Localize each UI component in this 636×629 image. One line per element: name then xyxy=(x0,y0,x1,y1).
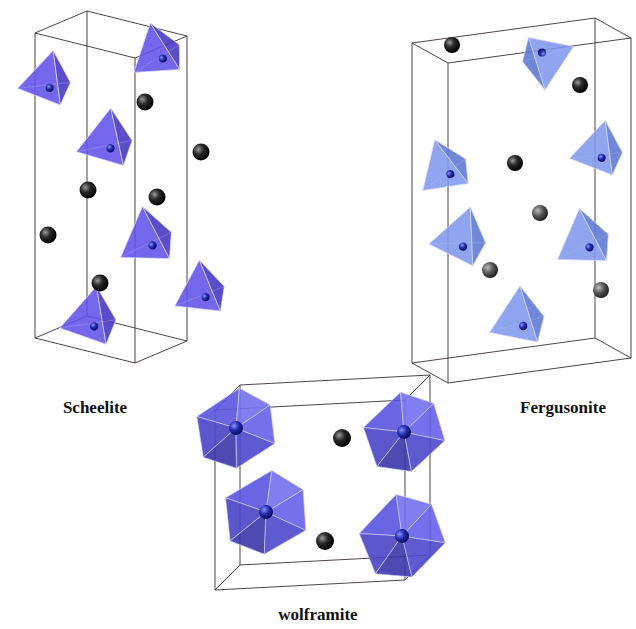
atom-sphere xyxy=(92,275,109,292)
unit-cell-edge xyxy=(240,375,430,385)
unit-cell-edge xyxy=(35,338,135,363)
atom-sphere xyxy=(394,528,410,544)
tetrahedron-face xyxy=(435,132,474,189)
atom-sphere xyxy=(572,77,588,93)
octahedron xyxy=(219,465,314,560)
unit-cell-edge xyxy=(412,43,413,363)
structure-name: Scheelite xyxy=(63,398,127,418)
atom-sphere xyxy=(193,144,210,161)
tetrahedron-edge xyxy=(555,234,611,259)
atom-sphere xyxy=(89,322,98,331)
tetrahedron xyxy=(523,38,574,91)
tetrahedron-edge xyxy=(118,232,174,257)
tetrahedron-edge xyxy=(570,144,623,168)
tetrahedron xyxy=(490,286,544,342)
tetrahedron-face xyxy=(44,50,75,106)
tetrahedron-edge xyxy=(130,45,183,73)
tetrahedron-edge xyxy=(429,229,486,259)
atom-sphere xyxy=(585,243,595,253)
tetrahedron-face xyxy=(520,286,544,342)
tetrahedron xyxy=(550,204,613,269)
unit-cell-edge xyxy=(87,11,88,316)
atom-sphere xyxy=(507,155,523,171)
atom-sphere xyxy=(333,429,351,447)
atom-sphere xyxy=(482,262,498,278)
atom-sphere xyxy=(148,241,158,251)
tetrahedron xyxy=(16,46,75,107)
tetrahedron-edge xyxy=(76,136,132,157)
unit-cell-edge xyxy=(215,580,405,590)
atom-sphere xyxy=(158,54,168,64)
unit-cell-edge xyxy=(135,341,187,363)
tetrahedron xyxy=(568,116,627,177)
tetrahedron-face xyxy=(150,17,185,74)
tetrahedron-edge xyxy=(490,316,544,332)
tetrahedron-edge xyxy=(18,74,71,98)
tetrahedron-edge xyxy=(418,159,471,191)
tetrahedron xyxy=(171,258,226,315)
atom-sphere xyxy=(258,504,274,520)
unit-cell-edge xyxy=(412,43,448,63)
fergusonite-structure xyxy=(408,18,631,383)
tetrahedron xyxy=(426,199,493,267)
tetrahedron-face xyxy=(89,286,121,345)
atom-sphere xyxy=(149,189,166,206)
atom-sphere xyxy=(458,241,468,251)
unit-cell-edge xyxy=(35,11,87,33)
atom-sphere xyxy=(444,37,460,53)
tetrahedron-face xyxy=(596,120,627,176)
tetrahedron-edge xyxy=(523,47,574,62)
atom-sphere xyxy=(80,182,97,199)
atom-sphere xyxy=(40,227,57,244)
octahedron xyxy=(361,389,448,476)
octahedron xyxy=(193,385,280,472)
unit-cell-edge xyxy=(448,63,449,383)
unit-cell-edge xyxy=(595,338,631,358)
structure-name: wolframite xyxy=(278,605,357,625)
unit-cell-edge xyxy=(412,338,595,363)
atom-sphere xyxy=(519,322,527,330)
tetrahedron-edge xyxy=(173,287,225,306)
unit-cell-edge xyxy=(87,11,187,36)
atom-sphere xyxy=(597,153,606,162)
tetrahedron xyxy=(59,282,121,345)
unit-cell-edge xyxy=(448,358,631,383)
unit-cell-edge xyxy=(631,38,632,358)
atom-sphere xyxy=(396,424,411,439)
atom-sphere xyxy=(106,144,115,153)
tetrahedron xyxy=(76,105,135,166)
atom-sphere xyxy=(45,83,54,92)
unit-cell-edge xyxy=(215,565,240,590)
unit-cell-edge xyxy=(135,58,136,363)
tetrahedron xyxy=(113,202,176,267)
scheelite-structure xyxy=(16,11,226,363)
octahedron xyxy=(355,489,450,584)
tetrahedron-face xyxy=(142,202,175,261)
atom-sphere xyxy=(532,205,548,221)
tetrahedron-face xyxy=(579,204,612,263)
wolframite-structure xyxy=(193,375,450,590)
structure-name: Fergusonite xyxy=(520,398,606,418)
atom-sphere xyxy=(137,94,154,111)
atom-sphere xyxy=(228,420,243,435)
atom-sphere xyxy=(201,293,210,302)
unit-cell-edge xyxy=(412,18,595,43)
tetrahedron xyxy=(408,132,474,199)
tetrahedron-face xyxy=(106,108,135,166)
unit-cell-edge xyxy=(595,18,631,38)
atom-sphere xyxy=(316,532,334,550)
atom-sphere xyxy=(538,49,546,57)
tetrahedron-edge xyxy=(60,312,116,335)
atom-sphere xyxy=(593,282,609,298)
tetrahedron-face xyxy=(523,38,546,91)
tetrahedron xyxy=(123,17,186,81)
atom-sphere xyxy=(445,169,455,179)
tetrahedron-face xyxy=(456,207,494,267)
tetrahedron-face xyxy=(199,258,226,312)
